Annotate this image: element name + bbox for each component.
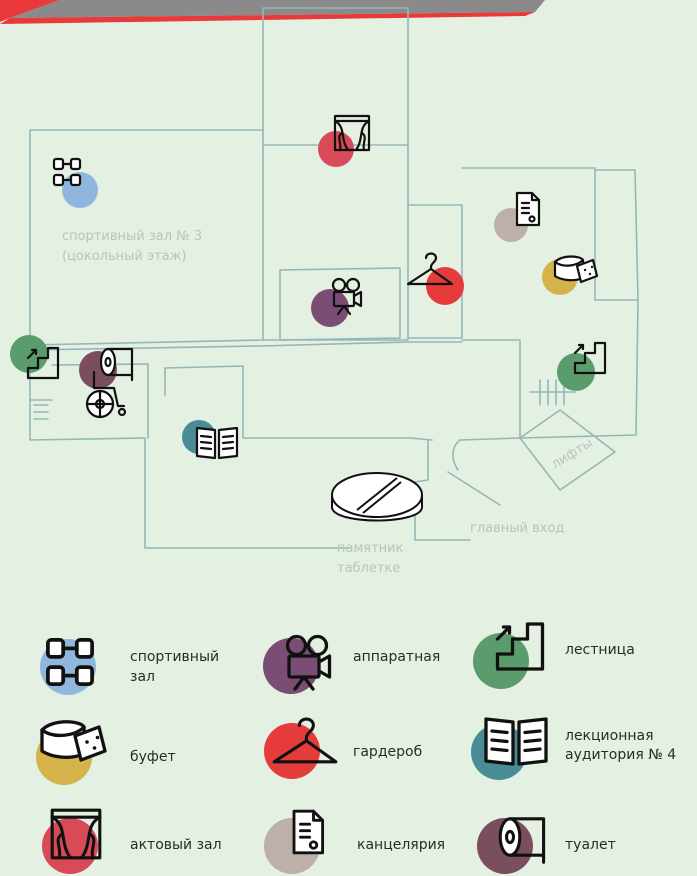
legend-item-office: канцелярия [264, 809, 445, 874]
book-icon [195, 426, 239, 460]
legend-wardrobe-label: гардероб [353, 744, 422, 760]
legend-item-buffet: буфет [36, 720, 176, 785]
legend-item-stairs: лестница [473, 622, 635, 689]
lifts-label: лифты [549, 435, 596, 472]
sport-hall-floor-label: (цокольный этаж) [62, 249, 186, 264]
monument-label-line2: таблетке [337, 561, 400, 576]
main-entrance-label: главный вход [470, 521, 564, 536]
map-marker-office[interactable] [494, 191, 541, 242]
legend: спортивный зал аппаратная лестница буфет… [36, 622, 676, 874]
map-marker-lecture-hall[interactable] [182, 420, 239, 460]
legend-toilet-label: туалет [565, 837, 616, 853]
top-banner [0, 0, 545, 24]
document-icon [515, 191, 541, 227]
cheese-icon [40, 720, 107, 762]
legend-item-sport-hall: спортивный зал [40, 638, 219, 695]
sport-hall-label: спортивный зал № 3 [62, 229, 202, 244]
map-marker-sport-hall[interactable] [52, 157, 98, 208]
document-icon [292, 809, 325, 855]
map-marker-stairs-right[interactable] [557, 341, 607, 391]
map-marker-wardrobe[interactable] [406, 252, 464, 306]
map-marker-projection-room[interactable] [311, 277, 363, 327]
monument-label-line1: памятник [337, 541, 404, 556]
legend-item-toilet: туалет [477, 817, 616, 874]
legend-lecture-label-2: аудитория № 4 [565, 747, 676, 763]
legend-sport-label-2: зал [130, 669, 155, 685]
map-marker-toilet[interactable] [79, 347, 134, 419]
legend-projection-label: аппаратная [353, 649, 440, 665]
legend-assembly-label: актовый зал [130, 837, 222, 853]
legend-sport-label-1: спортивный [130, 649, 219, 665]
map-marker-buffet[interactable] [542, 255, 599, 296]
map-marker-stairs-left[interactable] [10, 335, 60, 380]
pill-monument-icon [331, 472, 423, 522]
legend-buffet-label: буфет [130, 749, 176, 765]
cheese-icon [553, 255, 599, 284]
legend-item-lecture-hall: лекционная аудитория № 4 [471, 717, 676, 780]
legend-item-projection-room: аппаратная [263, 634, 440, 694]
legend-item-assembly-hall: актовый зал [42, 808, 222, 874]
legend-item-wardrobe: гардероб [264, 717, 422, 779]
legend-lecture-label-1: лекционная [565, 728, 654, 744]
map-marker-assembly-hall[interactable] [318, 114, 371, 167]
legend-stairs-label: лестница [565, 642, 635, 658]
legend-office-label: канцелярия [357, 837, 445, 853]
